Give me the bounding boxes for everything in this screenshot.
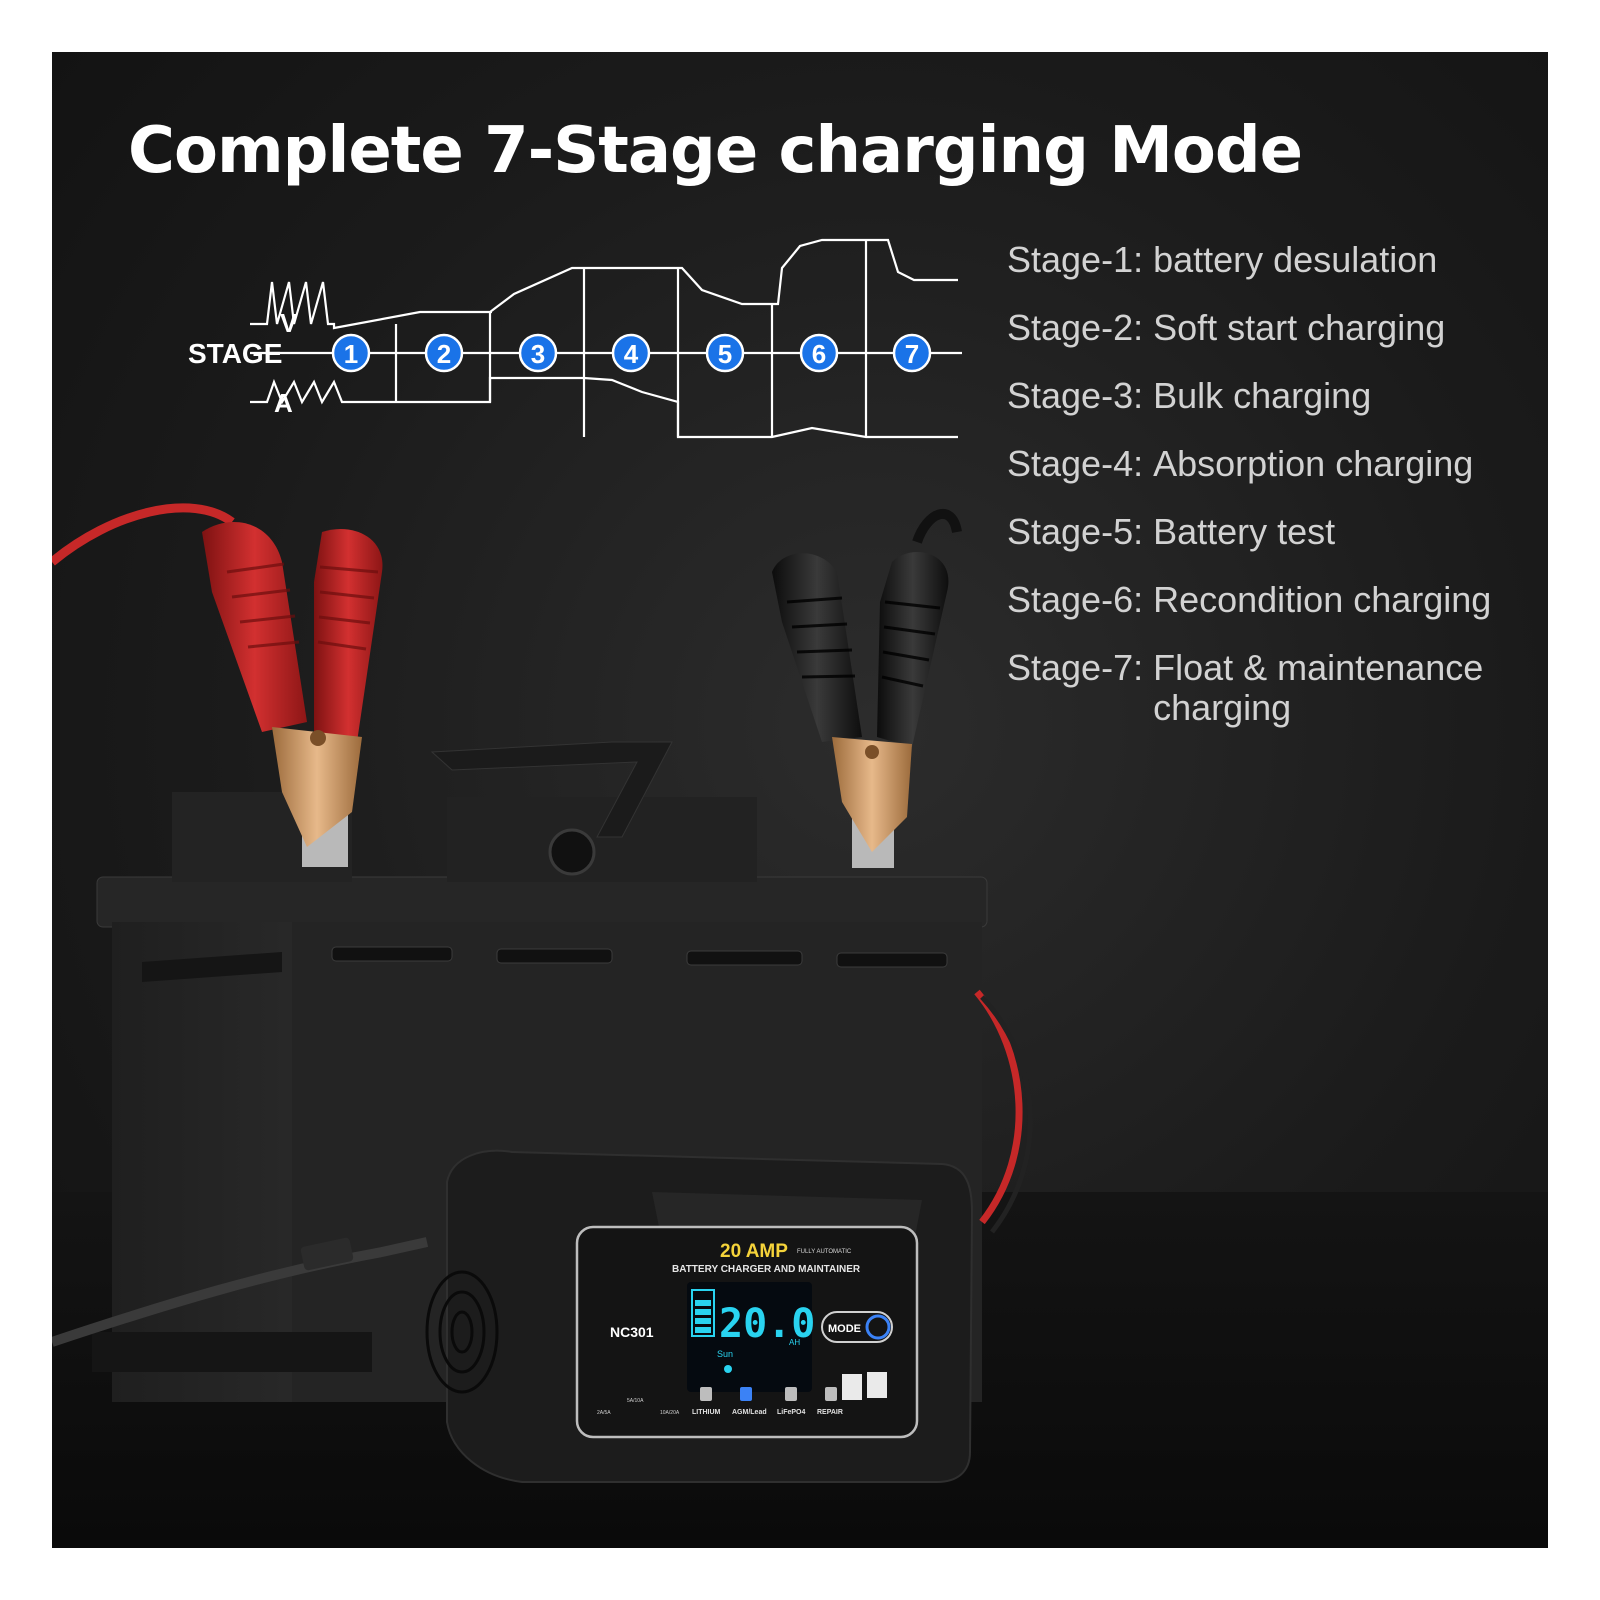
stage-item-text: Absorption charging (1153, 443, 1474, 484)
stage-item: Stage-2:Soft start charging (1007, 308, 1547, 376)
stage-item-label: Stage-4: (1007, 443, 1144, 484)
stage-item: Stage-1:battery desulation (1007, 240, 1547, 308)
stage-item-text: Recondition charging (1153, 579, 1492, 620)
voltage-waveform (250, 238, 958, 330)
stage-number: 3 (531, 339, 545, 369)
page-title: Complete 7-Stage charging Mode (128, 114, 1303, 188)
battery-type-label: REPAIR (817, 1409, 843, 1416)
stage-item-label: Stage-5: (1007, 511, 1144, 552)
stage-circle (331, 333, 371, 373)
charger-subtitle: BATTERY CHARGER AND MAINTAINER (672, 1264, 861, 1275)
stage-item: Stage-5:Battery test (1007, 512, 1547, 580)
current-option: 10A/20A (660, 1410, 680, 1416)
charger-amp: 20 AMP (720, 1241, 788, 1262)
battery-type-label: LiFePO4 (777, 1409, 806, 1416)
battery-charger: 20 AMP FULLY AUTOMATIC BATTERY CHARGER A… (425, 1149, 974, 1483)
status-button-1[interactable] (842, 1374, 862, 1400)
power-cord (52, 1237, 429, 1347)
stage-dividers (394, 240, 868, 437)
battery-type-icon (785, 1387, 797, 1401)
stage-item-text: battery desulation (1153, 239, 1438, 280)
current-option: 5A/10A (627, 1398, 644, 1404)
stage-item: Stage-7:Float & maintenance charging (1007, 647, 1547, 728)
stage-item-text: Soft start charging (1153, 307, 1446, 348)
charger-output-cable (974, 989, 1023, 1225)
product-illustration: 20 AMP FULLY AUTOMATIC BATTERY CHARGER A… (52, 503, 1548, 1548)
battery-type-icon (825, 1387, 837, 1401)
charger-model: NC301 (610, 1324, 654, 1340)
lcd-unit: AH (789, 1338, 800, 1347)
stage-circle (799, 333, 839, 373)
mode-button[interactable] (821, 1311, 893, 1343)
stage-circle (518, 333, 558, 373)
battery-type-indicators: LITHIUM AGM/Lead LiFePO4 REPAIR (692, 1387, 843, 1416)
stage-circle (611, 333, 651, 373)
stage-number: 7 (905, 339, 919, 369)
stage-item-label: Stage-7: (1007, 647, 1144, 688)
lcd-value: 20.0 (719, 1301, 815, 1347)
product-panel: Complete 7-Stage charging Mode V STAG (52, 52, 1548, 1548)
stage-item-text: Float & maintenance charging (1153, 647, 1484, 728)
stage-circle (892, 333, 932, 373)
sun-icon (724, 1365, 732, 1373)
stage-item-text: Battery test (1153, 511, 1336, 552)
stage-item-label: Stage-1: (1007, 239, 1144, 280)
stage-item-label: Stage-3: (1007, 375, 1144, 416)
stage-label: STAGE (188, 338, 282, 369)
current-waveform (250, 376, 958, 439)
charger-fully-auto: FULLY AUTOMATIC (797, 1249, 852, 1255)
stage-item: Stage-6:Recondition charging (1007, 580, 1547, 648)
battery-type-label: AGM/Lead (732, 1409, 767, 1416)
stage-number: 2 (437, 339, 451, 369)
mode-label: MODE (828, 1323, 861, 1335)
stage-item-label: Stage-2: (1007, 307, 1144, 348)
fan-grille (425, 1270, 499, 1394)
stage-item: Stage-4:Absorption charging (1007, 444, 1547, 512)
stage-circle (705, 333, 745, 373)
stage-number: 5 (718, 339, 732, 369)
stage-item: Stage-3:Bulk charging (1007, 376, 1547, 444)
red-cable (52, 503, 235, 566)
stage-circle (424, 333, 464, 373)
current-option: 2A/5A (597, 1410, 611, 1416)
stage-item-label: Stage-6: (1007, 579, 1144, 620)
stage-number: 6 (812, 339, 826, 369)
stage-circles: 1 2 3 4 5 6 7 (331, 333, 932, 373)
stage-diagram: V STAGE A 1 2 3 4 5 6 7 (188, 238, 962, 439)
battery-type-label: LITHIUM (692, 1409, 721, 1416)
battery-type-icon (740, 1387, 752, 1401)
current-options: 2A/5A 5A/10A 10A/20A (597, 1398, 680, 1416)
red-clamp (202, 522, 383, 847)
stage-number: 1 (344, 339, 358, 369)
mode-dial-icon (865, 1314, 891, 1340)
battery-type-icon (700, 1387, 712, 1401)
stage-item-text: Bulk charging (1153, 375, 1372, 416)
stage-number: 4 (624, 339, 639, 369)
v-label: V (280, 308, 298, 338)
black-clamp (772, 508, 962, 852)
status-button-2[interactable] (867, 1372, 887, 1398)
lcd-sun: Sun (717, 1349, 733, 1359)
lcd-screen (687, 1282, 812, 1392)
a-label: A (274, 388, 293, 418)
